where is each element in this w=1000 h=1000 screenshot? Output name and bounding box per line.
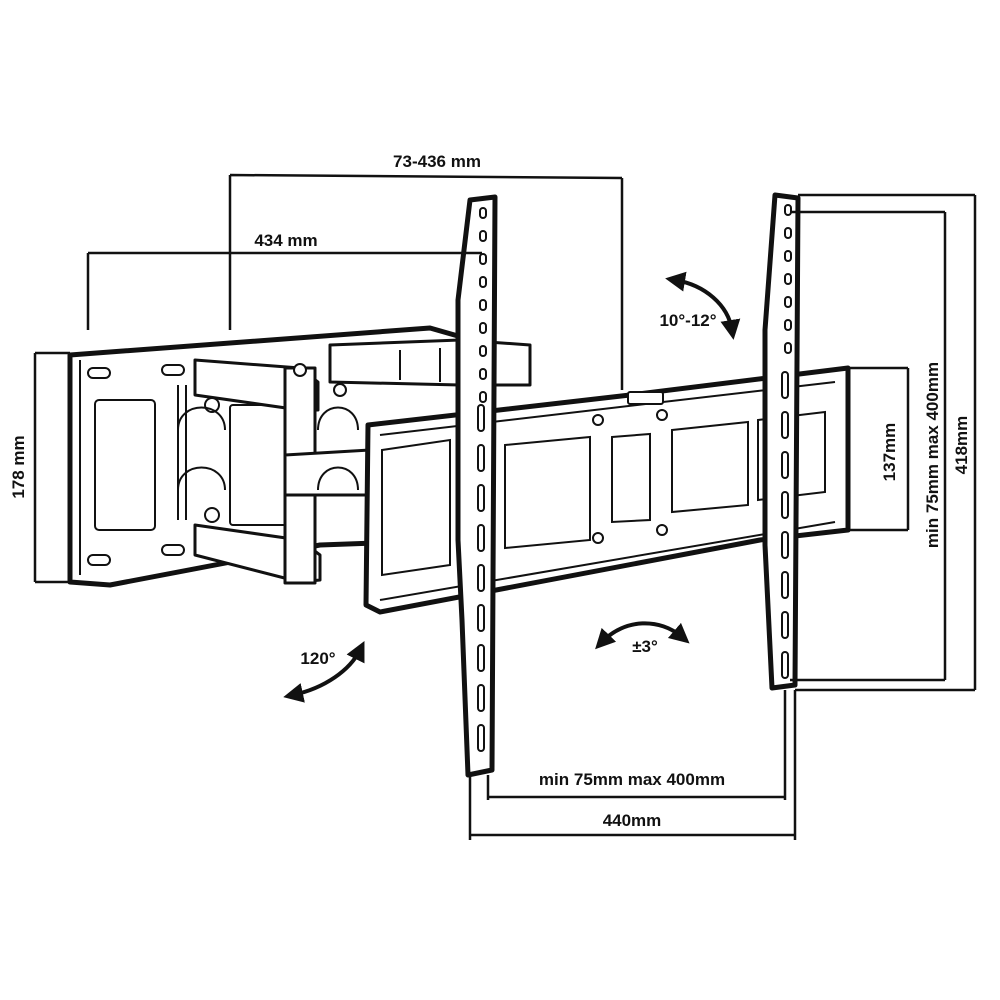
bracket-slot: [781, 651, 789, 679]
bracket-slot: [477, 404, 485, 432]
extension-label: 73-436 mm: [393, 152, 481, 171]
bracket-slot: [781, 491, 789, 519]
bracket-slot: [784, 273, 792, 285]
bracket-slot: [479, 207, 487, 219]
bracket-slot: [784, 319, 792, 331]
swivel-arrow: [283, 641, 365, 703]
bracket-height-label: 418mm: [952, 416, 971, 475]
bracket-slot: [781, 411, 789, 439]
tilt-label: 10°-12°: [659, 311, 716, 330]
bracket-slot: [784, 296, 792, 308]
bracket-slot: [477, 484, 485, 512]
bracket-slot: [477, 524, 485, 552]
bracket-slot: [479, 345, 487, 357]
bracket-spacing-label: 137mm: [880, 423, 899, 482]
bracket-slot: [784, 204, 792, 216]
bracket-slot: [479, 322, 487, 334]
bracket-slot: [479, 230, 487, 242]
vertical-bracket-right: [762, 192, 801, 691]
vesa-horizontal-label: min 75mm max 400mm: [539, 770, 725, 789]
rotation-label: ±3°: [632, 637, 658, 656]
bracket-slot: [784, 342, 792, 354]
bracket-slot: [477, 684, 485, 712]
bracket-slot: [477, 564, 485, 592]
bracket-right-holes: [781, 204, 792, 679]
arm-length-label: 434 mm: [254, 231, 317, 250]
tilt-arrow: [665, 271, 741, 340]
bracket-slot: [479, 276, 487, 288]
bracket-slot: [477, 444, 485, 472]
bracket-slot: [781, 451, 789, 479]
bracket-slot: [477, 604, 485, 632]
bracket-left-holes: [477, 207, 487, 752]
bracket-slot: [781, 571, 789, 599]
dimension-lines: [33, 173, 977, 840]
bracket-slot: [479, 368, 487, 380]
bracket-slot: [477, 644, 485, 672]
bracket-slot: [479, 299, 487, 311]
rotation-arrow: [595, 621, 690, 650]
bracket-slot: [784, 227, 792, 239]
bracket-slot: [479, 253, 487, 265]
bracket-slot: [477, 724, 485, 752]
bracket-slot: [781, 611, 789, 639]
bracket-slot: [781, 531, 789, 559]
overall-width-label: 440mm: [603, 811, 662, 830]
bracket-slot: [781, 371, 789, 399]
bracket-slot: [479, 391, 487, 403]
vertical-bracket-left: [455, 194, 498, 778]
bracket-slot: [784, 250, 792, 262]
wall-plate-height-label: 178 mm: [9, 435, 28, 498]
swivel-label: 120°: [300, 649, 335, 668]
vesa-vertical-label: min 75mm max 400mm: [923, 362, 942, 548]
